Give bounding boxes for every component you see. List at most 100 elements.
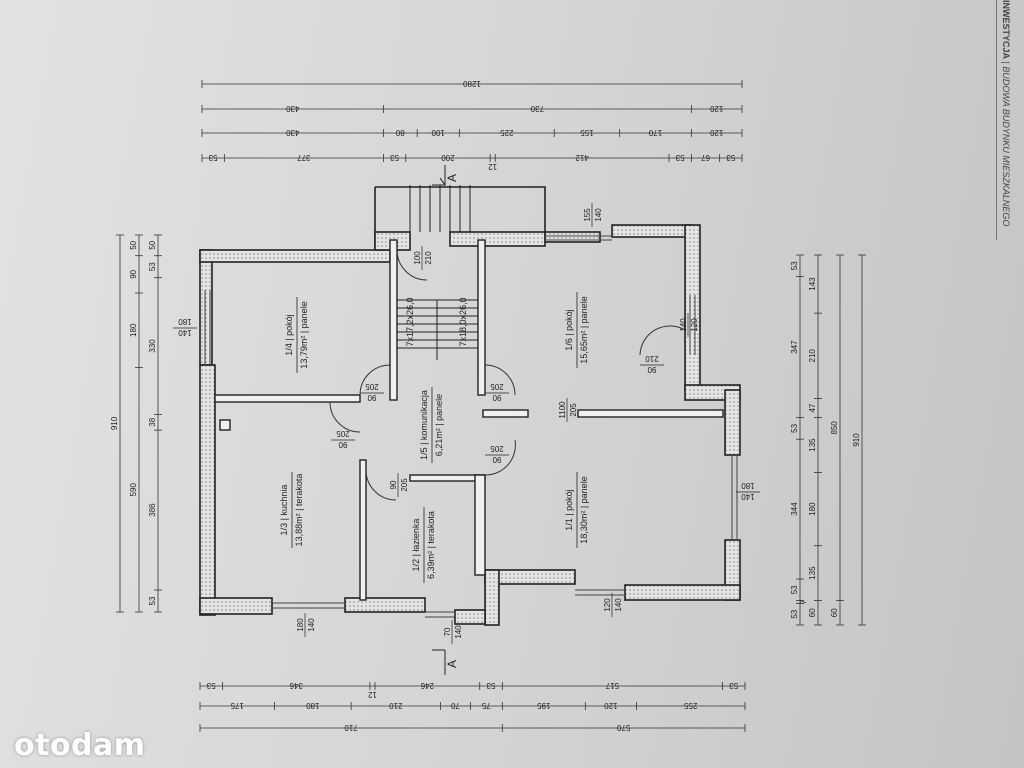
room-number-name: 1/2 | łazienka (411, 519, 421, 572)
dimension-left: 330 (148, 339, 157, 353)
dimension-top: 1280 (463, 79, 481, 88)
dimension-left: 180 (129, 323, 138, 337)
otodam-watermark: otodam (14, 728, 146, 763)
investment-label: INWESTYCJA (1001, 0, 1011, 60)
dimension-right: 910 (852, 433, 861, 447)
room-area-floor: 15,65m² | panele (579, 296, 589, 363)
opening-height: 120 (690, 318, 699, 332)
opening-width: 90 (367, 393, 376, 402)
dimension-top: 225 (500, 128, 514, 137)
dimension-right: 60 (830, 608, 839, 617)
interior-walls (214, 239, 724, 601)
dimension-top: 67 (701, 153, 710, 162)
dimension-bottom: 75 (481, 701, 490, 710)
dimension-right: 53 (790, 261, 799, 270)
dimension-left: 90 (129, 269, 138, 278)
dimension-top: 155 (580, 128, 594, 137)
dimension-right: 850 (830, 421, 839, 435)
opening-height: 205 (336, 429, 350, 438)
dimension-right: 53 (790, 585, 799, 594)
room-label: 1/1 | pokój 18,30m² | panele (564, 472, 589, 548)
dimension-bottom: 346 (289, 681, 303, 690)
opening-width: 70 (443, 627, 452, 636)
opening-width: 90 (492, 455, 501, 464)
title-block: INWESTYCJA | BUDOWA BUDYNKU MIESZKALNEGO (996, 0, 1024, 240)
dimension-top: 730 (530, 104, 544, 113)
door-swings (329, 249, 686, 501)
room-number-name: 1/4 | pokój (284, 314, 294, 355)
opening-height: 205 (490, 444, 504, 453)
dimension-bottom: 180 (306, 701, 320, 710)
dimension-right: 143 (808, 277, 817, 291)
dimension-right: 60 (808, 608, 817, 617)
opening-width: 90 (647, 365, 656, 374)
dimension-left: 910 (110, 416, 119, 430)
dimension-left: 38 (148, 417, 157, 426)
room-area-floor: 18,30m² | panele (579, 476, 589, 543)
dimension-top: 80 (395, 128, 404, 137)
dimension-bottom: 53 (729, 681, 738, 690)
dimension-top: 53 (208, 153, 217, 162)
dimension-right: 180 (808, 502, 817, 516)
dimension-top: 200 (441, 153, 455, 162)
dimension-top: 120 (709, 128, 723, 137)
dimension-right: 344 (790, 502, 799, 516)
dimension-bottom: 195 (537, 701, 551, 710)
opening-height: 180 (178, 317, 192, 326)
windows (204, 235, 738, 618)
dimension-top: 120 (709, 104, 723, 113)
dimension-bottom: 210 (389, 701, 403, 710)
opening-width: 120 (603, 598, 612, 612)
stair-spec: 7x17,2x26,0 (405, 297, 415, 346)
stairs-treads (397, 185, 478, 360)
opening-height: 210 (424, 251, 433, 265)
opening-height: 140 (307, 618, 316, 632)
room-area-floor: 13,79m² | panele (299, 301, 309, 368)
section-marker-bottom: A (445, 660, 459, 668)
dimension-bottom: 570 (616, 723, 630, 732)
dimension-right: 53 (790, 609, 799, 618)
dimension-left: 50 (148, 240, 157, 249)
room-number-name: 1/1 | pokój (564, 489, 574, 530)
dimension-top: 100 (431, 128, 445, 137)
room-number-name: 1/3 | kuchnia (279, 485, 289, 536)
dimension-left: 386 (148, 503, 157, 517)
opening-height: 205 (569, 403, 578, 417)
dimension-top: 412 (575, 153, 589, 162)
dimension-bottom: 246 (420, 681, 434, 690)
opening-height: 140 (594, 208, 603, 222)
dimension-bottom: 255 (683, 701, 697, 710)
dimension-bottom: 517 (605, 681, 619, 690)
section-marker-top: A (445, 174, 459, 182)
dimension-right: 7 (799, 599, 808, 604)
dimension-left: 53 (148, 262, 157, 271)
dimension-left: 50 (129, 240, 138, 249)
opening-height: 210 (645, 354, 659, 363)
dimension-bottom: 175 (230, 701, 244, 710)
opening-width: 100 (413, 251, 422, 265)
section-markers (432, 165, 446, 675)
opening-height: 205 (490, 382, 504, 391)
room-label: 1/4 | pokój 13,79m² | panele (284, 297, 309, 373)
opening-height: 180 (741, 481, 755, 490)
opening-width: 180 (296, 618, 305, 632)
dimension-bottom: 53 (486, 681, 495, 690)
dimension-right: 47 (808, 403, 817, 412)
dimension-right: 210 (808, 349, 817, 363)
dimension-top: 430 (285, 104, 299, 113)
